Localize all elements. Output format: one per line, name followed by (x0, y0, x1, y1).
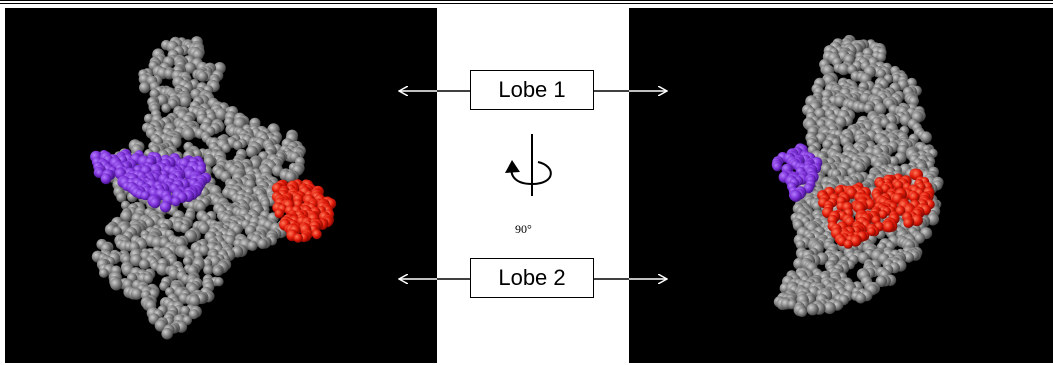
left-protein-body (91, 36, 306, 340)
left-structure-view (5, 8, 437, 363)
protein-sphere (876, 69, 886, 79)
protein-sphere (182, 128, 195, 141)
protein-sphere (823, 301, 836, 315)
protein-sphere (131, 288, 143, 300)
lobe2-label-box: Lobe 2 (470, 258, 594, 298)
protein-sphere (855, 293, 866, 304)
top-rule (0, 0, 1053, 4)
lobe1-label-box: Lobe 1 (470, 70, 594, 110)
protein-sphere (920, 131, 932, 144)
protein-sphere (795, 240, 806, 250)
protein-sphere (184, 62, 196, 74)
protein-sphere (903, 252, 914, 263)
protein-sphere (179, 223, 190, 234)
left-red-region (271, 179, 337, 243)
protein-sphere (203, 156, 215, 168)
red-sphere (312, 229, 322, 240)
red-sphere (893, 180, 904, 191)
protein-sphere (247, 240, 258, 251)
protein-sphere (179, 95, 192, 108)
protein-sphere (161, 103, 171, 113)
protein-sphere (874, 102, 887, 116)
protein-sphere (110, 278, 123, 291)
protein-sphere (214, 277, 224, 287)
red-sphere (843, 239, 853, 249)
purple-sphere (772, 162, 782, 172)
lobe1-label: Lobe 1 (498, 77, 566, 102)
protein-sphere (245, 145, 258, 158)
red-sphere (878, 209, 888, 219)
protein-sphere (797, 307, 808, 317)
red-sphere (274, 208, 284, 219)
protein-sphere (120, 210, 133, 223)
protein-sphere (233, 140, 243, 151)
left-purple-region (90, 149, 212, 213)
red-sphere (895, 206, 906, 216)
protein-sphere (188, 309, 199, 320)
protein-sphere (143, 273, 154, 284)
red-sphere (903, 218, 914, 228)
purple-sphere (140, 191, 150, 201)
red-sphere (867, 227, 876, 236)
protein-sphere (161, 327, 173, 340)
protein-sphere (863, 103, 874, 114)
protein-sphere (195, 201, 207, 213)
protein-sphere (188, 295, 201, 307)
protein-sphere (284, 171, 297, 183)
protein-sphere (139, 81, 151, 94)
lobe2-label: Lobe 2 (498, 265, 566, 290)
purple-sphere (803, 183, 814, 194)
protein-sphere (192, 49, 204, 61)
red-sphere (293, 233, 303, 243)
protein-sphere (139, 259, 150, 270)
rotation-angle-label: 90° (515, 222, 532, 236)
right-structure-view (629, 8, 1053, 363)
protein-sphere (182, 256, 193, 266)
purple-sphere (100, 173, 112, 185)
protein-sphere (212, 266, 223, 277)
protein-sphere (876, 52, 887, 62)
right-purple-region (771, 143, 823, 202)
protein-sphere (837, 63, 850, 76)
protein-sphere (214, 108, 228, 121)
center-annotation-area (437, 8, 629, 363)
purple-sphere (159, 201, 172, 213)
protein-sphere (143, 113, 154, 124)
purple-sphere (790, 190, 802, 202)
protein-sphere (149, 88, 160, 99)
protein-sphere (806, 303, 819, 316)
protein-sphere (257, 238, 268, 249)
protein-sphere (99, 268, 109, 278)
red-sphere (909, 191, 920, 203)
right-red-region (817, 168, 935, 249)
protein-sphere (156, 94, 168, 106)
purple-sphere (171, 196, 181, 207)
protein-sphere (198, 223, 210, 235)
right-molecule-rendering (771, 34, 944, 317)
left-molecule-rendering (90, 36, 337, 340)
protein-sphere (197, 71, 209, 82)
red-sphere (883, 221, 895, 233)
protein-sphere (854, 162, 865, 174)
protein-sphere (221, 143, 231, 153)
red-sphere (850, 235, 862, 247)
purple-sphere (149, 197, 161, 209)
protein-sphere (116, 192, 127, 203)
protein-sphere (203, 264, 214, 276)
protein-sphere (112, 226, 122, 237)
